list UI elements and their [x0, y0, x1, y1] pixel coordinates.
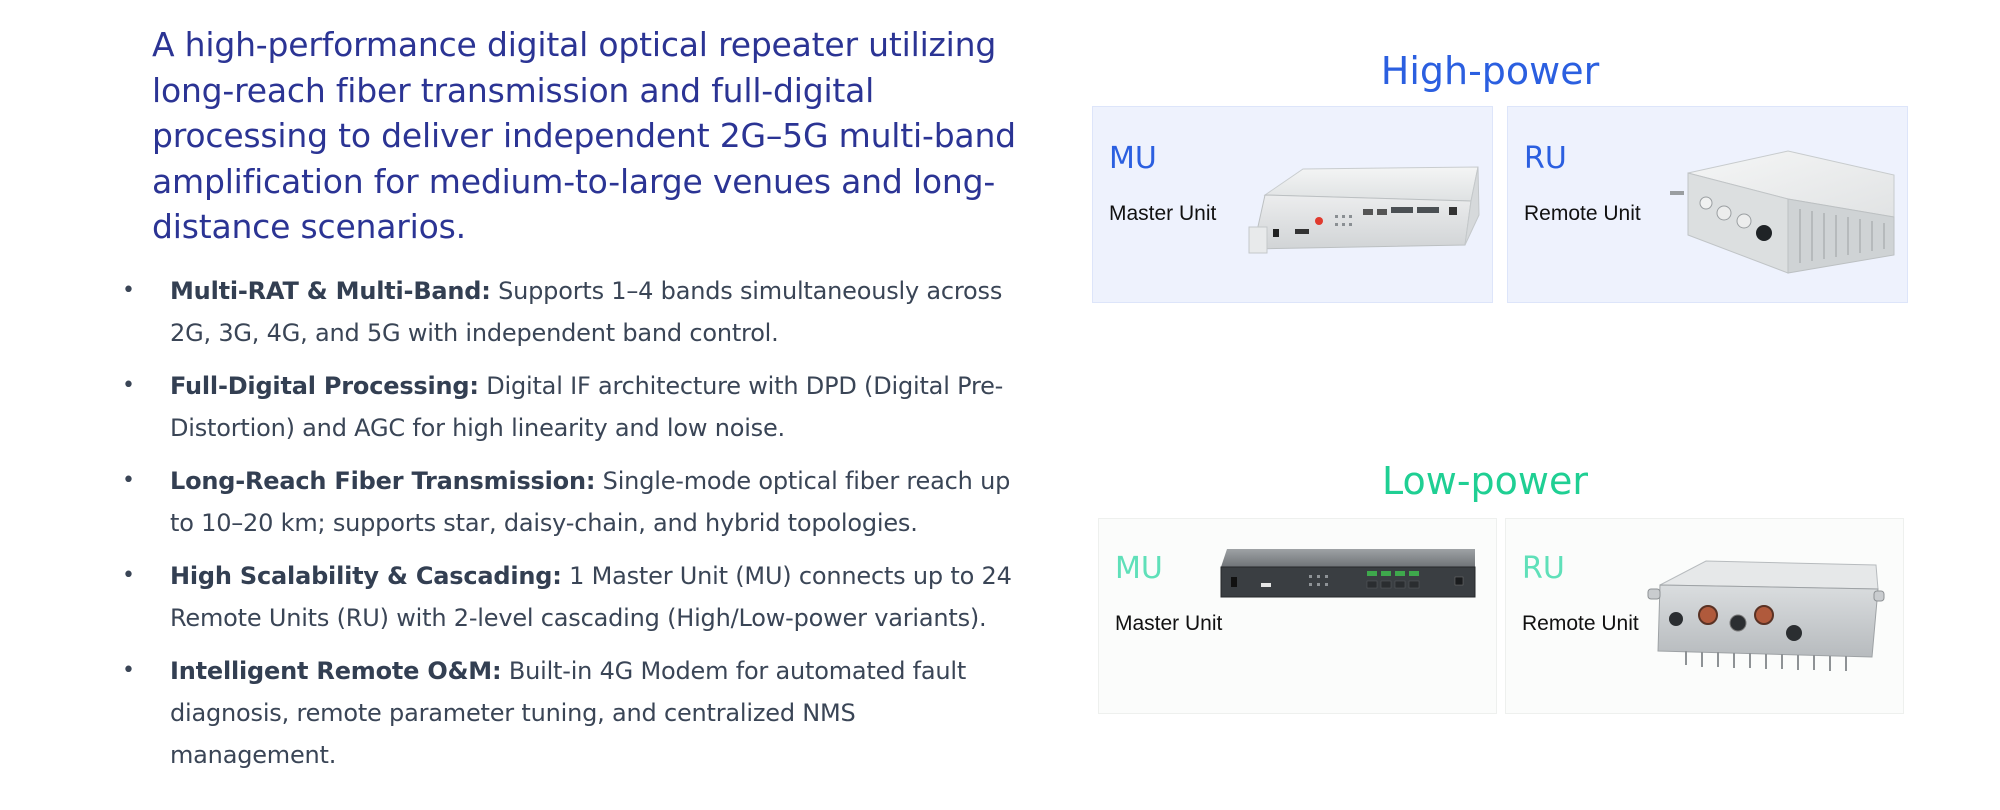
remote-unit-image — [1670, 150, 1895, 274]
feature-description: Built-in 4G Modem for automated fault di… — [170, 657, 967, 769]
master-unit-image — [1220, 549, 1476, 598]
feature-title: Long-Reach Fiber Transmission: — [170, 467, 596, 495]
bullet-icon: • — [122, 278, 135, 303]
low-power-mu-card: MU Master Unit — [1098, 518, 1497, 714]
master-unit-image — [1248, 166, 1480, 254]
intro-paragraph: A high-performance digital optical repea… — [152, 25, 1016, 246]
unit-name: Remote Unit — [1524, 202, 1641, 225]
feature-item: • High Scalability & Cascading: 1 Master… — [118, 555, 1018, 639]
unit-name: Remote Unit — [1522, 612, 1639, 635]
unit-code: MU — [1115, 551, 1163, 586]
feature-title: Full-Digital Processing: — [170, 372, 479, 400]
feature-item: • Multi-RAT & Multi-Band: Supports 1–4 b… — [118, 270, 1018, 354]
bullet-icon: • — [122, 468, 135, 493]
feature-item: • Intelligent Remote O&M: Built-in 4G Mo… — [118, 650, 1018, 776]
feature-item: • Full-Digital Processing: Digital IF ar… — [118, 365, 1018, 449]
feature-title: Multi-RAT & Multi-Band: — [170, 277, 491, 305]
unit-name: Master Unit — [1109, 202, 1217, 225]
remote-unit-image — [1647, 560, 1885, 671]
unit-code: MU — [1109, 141, 1157, 176]
feature-item: • Long-Reach Fiber Transmission: Single-… — [118, 460, 1018, 544]
high-power-mu-card: MU Master Unit — [1092, 106, 1493, 303]
bullet-icon: • — [122, 658, 135, 683]
unit-code: RU — [1522, 551, 1565, 586]
low-power-heading: Low-power — [1382, 459, 1588, 503]
high-power-ru-card: RU Remote Unit — [1507, 106, 1908, 303]
bullet-icon: • — [122, 373, 135, 398]
bullet-icon: • — [122, 563, 135, 588]
feature-list: • Multi-RAT & Multi-Band: Supports 1–4 b… — [118, 270, 1018, 787]
feature-description: Single-mode optical fiber reach up to 10… — [170, 467, 1011, 537]
feature-description: Digital IF architecture with DPD (Digita… — [170, 372, 1004, 442]
high-power-heading: High-power — [1380, 49, 1600, 93]
feature-description: Supports 1–4 bands simultaneously across… — [170, 277, 1003, 347]
feature-title: Intelligent Remote O&M: — [170, 657, 502, 685]
feature-title: High Scalability & Cascading: — [170, 562, 562, 590]
unit-code: RU — [1524, 141, 1567, 176]
feature-description: 1 Master Unit (MU) connects up to 24 Rem… — [170, 562, 1012, 632]
low-power-ru-card: RU Remote Unit — [1505, 518, 1904, 714]
unit-name: Master Unit — [1115, 612, 1223, 635]
